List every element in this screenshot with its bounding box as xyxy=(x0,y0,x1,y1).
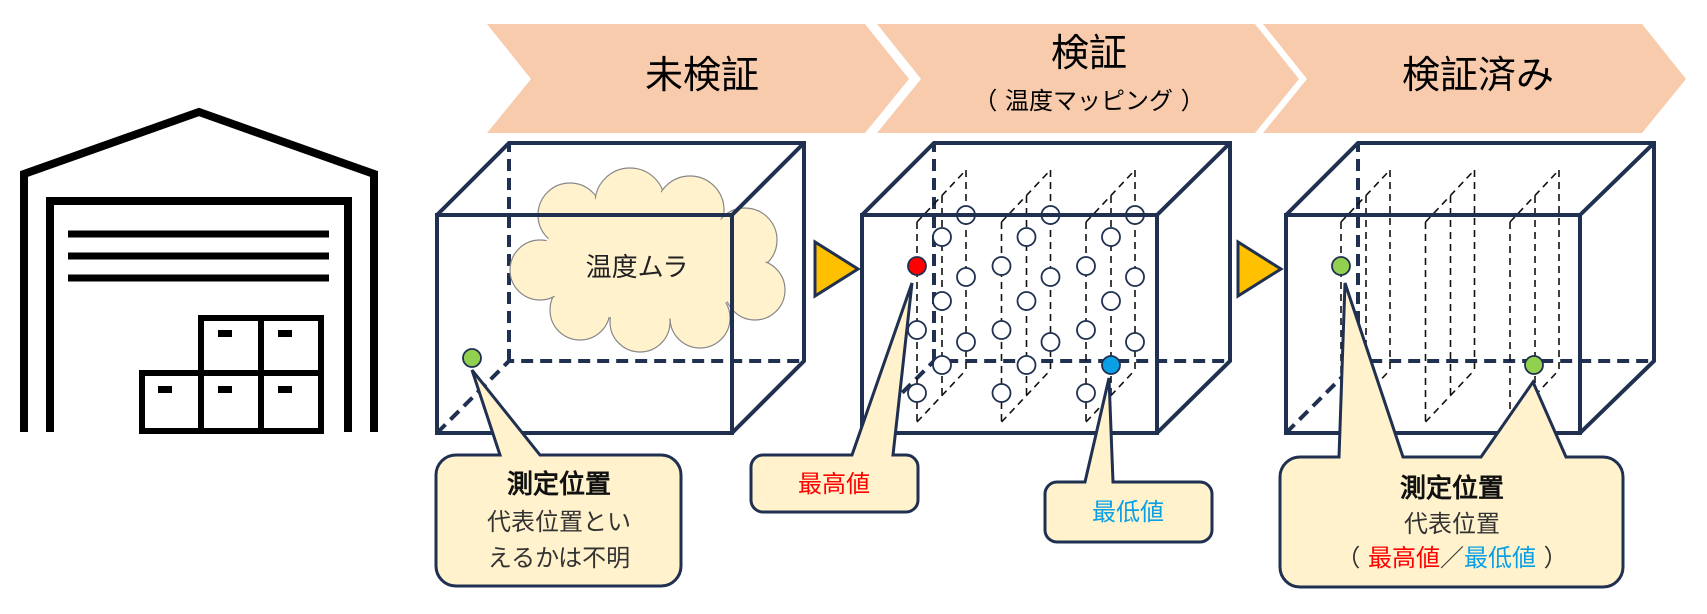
mapping-point xyxy=(956,267,976,287)
callout-line: えるかは不明 xyxy=(488,544,630,572)
callout-title: 測定位置 xyxy=(1400,473,1504,504)
mapping-point xyxy=(932,355,952,375)
stage-chevron-verified xyxy=(1263,24,1686,133)
callout-min-value: 最低値 xyxy=(1043,377,1214,544)
mapping-point xyxy=(1016,291,1037,311)
stage-banner: 未検証 検証 （ 温度マッピング ） 検証済み xyxy=(487,24,1686,133)
mapping-point xyxy=(907,320,927,340)
callout-line: 代表位置 xyxy=(1404,510,1500,538)
arrow-right-icon xyxy=(813,239,861,299)
mapping-point xyxy=(1125,332,1145,352)
mapping-point xyxy=(991,256,1012,276)
warehouse-icon xyxy=(20,107,378,434)
mapping-point xyxy=(1040,332,1061,352)
mapping-point xyxy=(907,383,927,403)
measurement-point xyxy=(462,348,482,368)
mapping-point xyxy=(1016,227,1037,247)
callout-title: 測定位置 xyxy=(507,469,611,500)
callout-line-max-min: （ 最高値／最低値 ） xyxy=(1336,544,1567,572)
arrow-right-icon xyxy=(1236,239,1284,299)
temperature-unevenness-cloud: 温度ムラ xyxy=(509,167,786,353)
mapping-point xyxy=(932,227,952,247)
mapping-point xyxy=(932,291,952,311)
max-value-label: 最高値 xyxy=(798,470,870,498)
measurement-point-max xyxy=(1331,256,1351,276)
stage-title-unverified: 未検証 xyxy=(645,53,759,97)
cargo-boxes-icon xyxy=(139,315,324,434)
mapping-point xyxy=(1076,320,1096,340)
mapping-point xyxy=(1076,383,1096,403)
min-value-label: 最低値 xyxy=(1464,544,1536,572)
mapping-point xyxy=(1076,256,1096,276)
stage-title-verified: 検証済み xyxy=(1402,53,1554,97)
callout-measurement-verified: 測定位置 代表位置 （ 最高値／最低値 ） xyxy=(1278,256,1625,589)
callout-measurement-unverified: 測定位置 代表位置とい えるかは不明 xyxy=(434,369,683,588)
stage-title-verification: 検証 xyxy=(1051,31,1127,75)
callout-line: 代表位置とい xyxy=(487,508,631,536)
mapping-point xyxy=(991,320,1012,340)
max-value-label: 最高値 xyxy=(1368,544,1440,572)
stage-subtitle-verification: （ 温度マッピング ） xyxy=(973,87,1204,115)
measurement-point-min xyxy=(1524,355,1544,375)
mapping-point xyxy=(1101,291,1121,311)
callout-max-value: 最高値 xyxy=(749,282,920,514)
box-verification xyxy=(860,141,1232,435)
mapping-point xyxy=(956,332,976,352)
stage-chevron-verification xyxy=(877,24,1299,133)
mapping-points xyxy=(907,205,1145,403)
min-point xyxy=(1101,355,1121,375)
min-value-label: 最低値 xyxy=(1092,498,1164,526)
mapping-point xyxy=(1016,355,1037,375)
box-unverified: 温度ムラ xyxy=(435,141,806,435)
cloud-label: 温度ムラ xyxy=(586,253,689,283)
mapping-point xyxy=(1040,267,1061,287)
stage-chevron-unverified xyxy=(487,24,909,133)
mapping-point xyxy=(1125,267,1145,287)
mapping-planes xyxy=(1340,169,1560,423)
max-point xyxy=(907,256,927,276)
mapping-point xyxy=(991,383,1012,403)
mapping-point xyxy=(1101,227,1121,247)
